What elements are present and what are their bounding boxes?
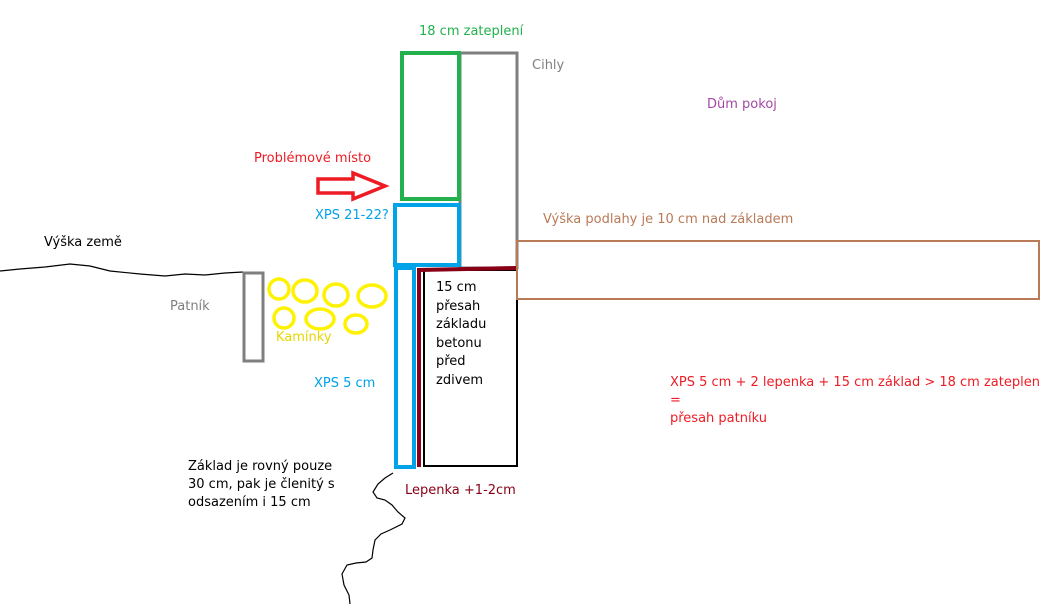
xps-upper-label: XPS 21-22? — [315, 208, 389, 223]
formula-line: přesah patníku — [670, 411, 767, 426]
xps-upper-block — [393, 203, 461, 267]
ground-height-label: Výška země — [44, 235, 122, 250]
pebble — [291, 278, 319, 304]
overhang-line: 15 cm — [436, 280, 477, 295]
problem-arrow-icon — [316, 170, 390, 202]
pebbles — [267, 277, 388, 335]
foundation-ground-line — [341, 472, 406, 604]
overhang-line: přesah — [436, 298, 481, 314]
foundation-note-line: odsazením i 15 cm — [188, 495, 311, 510]
formula-note: XPS 5 cm + 2 lepenka + 15 cm základ > 18… — [670, 374, 1040, 428]
floor-height-label: Výška podlahy je 10 cm nad základem — [543, 212, 794, 227]
overhang-label: 15 cm přesah základu betonu před zdivem — [436, 279, 486, 390]
foundation-note: Základ je rovný pouze 30 cm, pak je člen… — [188, 458, 335, 512]
house-room-label: Dům pokoj — [707, 97, 777, 112]
foundation-note-line: 30 cm, pak je členitý s — [188, 477, 335, 492]
problem-label: Problémové místo — [254, 151, 372, 166]
pebbles-label: Kamínky — [276, 330, 332, 345]
lepenka-label: Lepenka +1-2cm — [405, 483, 516, 498]
lepenka-strip — [417, 266, 518, 467]
xps-5cm-label: XPS 5 cm — [314, 376, 376, 391]
patnik-block — [242, 271, 265, 363]
formula-line: = — [670, 393, 681, 408]
insulation-block — [400, 51, 461, 201]
foundation-note-line: Základ je rovný pouze — [188, 459, 333, 474]
ground-line — [0, 263, 244, 277]
overhang-line: před — [436, 354, 466, 369]
overhang-line: betonu — [436, 335, 482, 351]
bricks-label: Cihly — [532, 58, 565, 73]
pebble — [304, 307, 336, 331]
pebble — [343, 313, 369, 335]
pebble — [272, 306, 296, 330]
floor-slab — [516, 240, 1040, 300]
xps-5cm-block — [394, 266, 416, 469]
overhang-line: zdivem — [436, 372, 484, 388]
brick-wall — [458, 51, 519, 270]
patnik-label: Patník — [170, 299, 210, 314]
overhang-line: základu — [436, 317, 487, 332]
pebble — [356, 283, 388, 309]
insulation-label: 18 cm zateplení — [419, 24, 524, 39]
pebble — [267, 277, 291, 301]
formula-line: XPS 5 cm + 2 lepenka + 15 cm základ > 18… — [670, 375, 1040, 390]
pebble — [322, 282, 350, 308]
